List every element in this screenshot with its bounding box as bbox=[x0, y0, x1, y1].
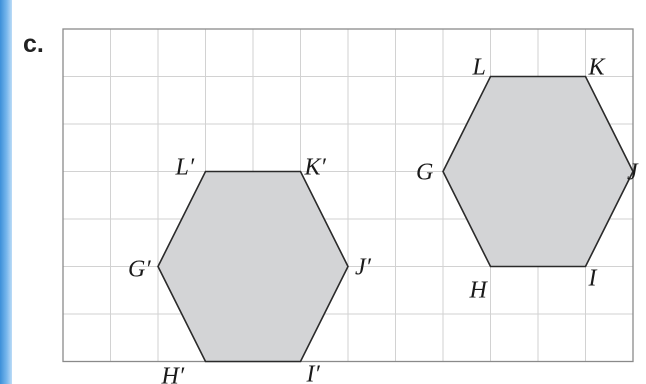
vertex-label: H′ bbox=[161, 364, 185, 384]
vertex-label: K bbox=[588, 55, 607, 81]
vertex-label: H bbox=[469, 278, 489, 304]
vertex-label: J′ bbox=[355, 255, 372, 281]
vertex-label: L bbox=[472, 55, 486, 81]
hexagons bbox=[157, 75, 634, 363]
hexagon-image bbox=[157, 170, 349, 363]
vertex-label: L′ bbox=[175, 155, 195, 181]
vertex-label: J bbox=[627, 160, 639, 186]
part-label: c. bbox=[23, 30, 44, 58]
vertex-label: G′ bbox=[128, 257, 151, 283]
vertex-label: K′ bbox=[304, 155, 327, 181]
grid-frame bbox=[62, 28, 634, 363]
vertex-label: I′ bbox=[306, 362, 321, 384]
vertex-labels: G′ H′ I′ J′ K′ L′ G H I J K L bbox=[128, 55, 639, 384]
hexagon-original bbox=[442, 75, 634, 268]
vertex-label: G bbox=[416, 160, 433, 186]
vertex-label: I bbox=[588, 266, 598, 292]
side-color-strip bbox=[0, 0, 12, 384]
